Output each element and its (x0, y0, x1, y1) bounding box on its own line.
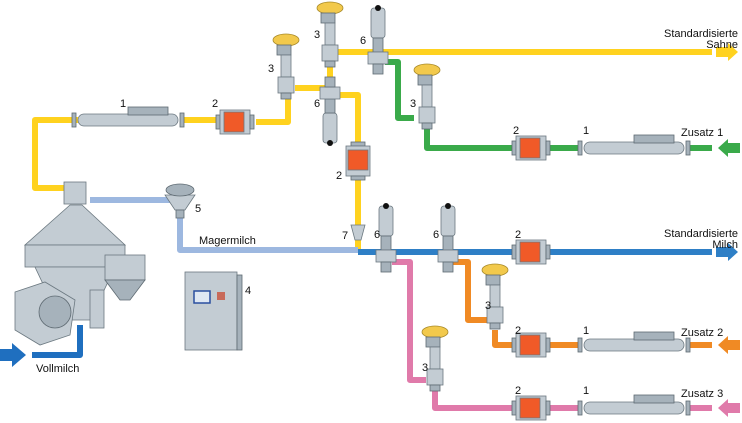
label-control-valve: 3 (410, 98, 416, 110)
label-shutoff-valve: 6 (433, 229, 439, 241)
flowmeter-additive-2 (577, 331, 691, 353)
label-pump: 2 (336, 170, 342, 182)
label-pump: 2 (513, 125, 519, 137)
label-pump: 2 (515, 325, 521, 337)
separator (14, 181, 146, 346)
flowmeter-cream (71, 106, 185, 128)
label-pump: 2 (515, 385, 521, 397)
label-control-valve: 3 (422, 362, 428, 374)
flowmeter-additive-1 (577, 134, 691, 156)
additive-3-label: Zusatz 3 (681, 388, 723, 400)
label-pump-cream: 2 (212, 98, 218, 110)
flowmeter-additive-3 (577, 394, 691, 416)
control-valve-cream-2 (316, 1, 344, 68)
additive-2-inlet-arrow (718, 336, 740, 354)
whole-milk-inlet-arrow (0, 343, 26, 367)
check-valve (350, 224, 366, 241)
label-shutoff-valve: 6 (360, 35, 366, 47)
cream-outlet-label-line1: Standardisierte (664, 28, 738, 40)
label-control-valve: 3 (314, 29, 320, 41)
pump-additive-1 (511, 135, 551, 161)
label-control-valve: 3 (485, 300, 491, 312)
label-pump: 2 (515, 229, 521, 241)
sight-device (164, 183, 196, 219)
cream-outlet-label-line2: Sahne (706, 39, 738, 51)
milk-outlet-arrow (716, 243, 738, 261)
shutoff-valve-cream-outlet (367, 4, 389, 75)
additive-3-inlet-arrow (718, 399, 740, 417)
whole-milk-pipe (0, 325, 83, 367)
pump-milk (511, 239, 551, 265)
label-sight-device: 5 (195, 203, 201, 215)
milk-outlet-label-line2: Milch (712, 239, 738, 251)
skim-milk-label: Magermilch (199, 235, 256, 247)
shutoff-valve-additive-2 (437, 202, 459, 273)
label-shutoff-valve: 6 (374, 229, 380, 241)
additive-2-label: Zusatz 2 (681, 327, 723, 339)
cream-outlet-arrow (716, 43, 738, 61)
control-cabinet (184, 271, 243, 351)
label-flowmeter-cream: 1 (120, 98, 126, 110)
label-flowmeter: 1 (583, 385, 589, 397)
control-valve-additive-1 (413, 63, 441, 130)
pump-cream-return (345, 141, 371, 181)
label-flowmeter: 1 (583, 325, 589, 337)
shutoff-valve-cream-return (319, 76, 341, 147)
whole-milk-label: Vollmilch (36, 363, 79, 375)
label-check-valve: 7 (342, 230, 348, 242)
additive-1-inlet-arrow (718, 139, 740, 157)
pump-additive-3 (511, 395, 551, 421)
skim-milk-pipe (90, 197, 358, 253)
label-control-cabinet: 4 (245, 285, 251, 297)
label-control-valve: 3 (268, 63, 274, 75)
label-flowmeter: 1 (583, 125, 589, 137)
pump-cream (215, 109, 255, 135)
label-shutoff-valve: 6 (314, 98, 320, 110)
milk-outlet-label-line1: Standardisierte (664, 228, 738, 240)
additive-1-label: Zusatz 1 (681, 127, 723, 139)
